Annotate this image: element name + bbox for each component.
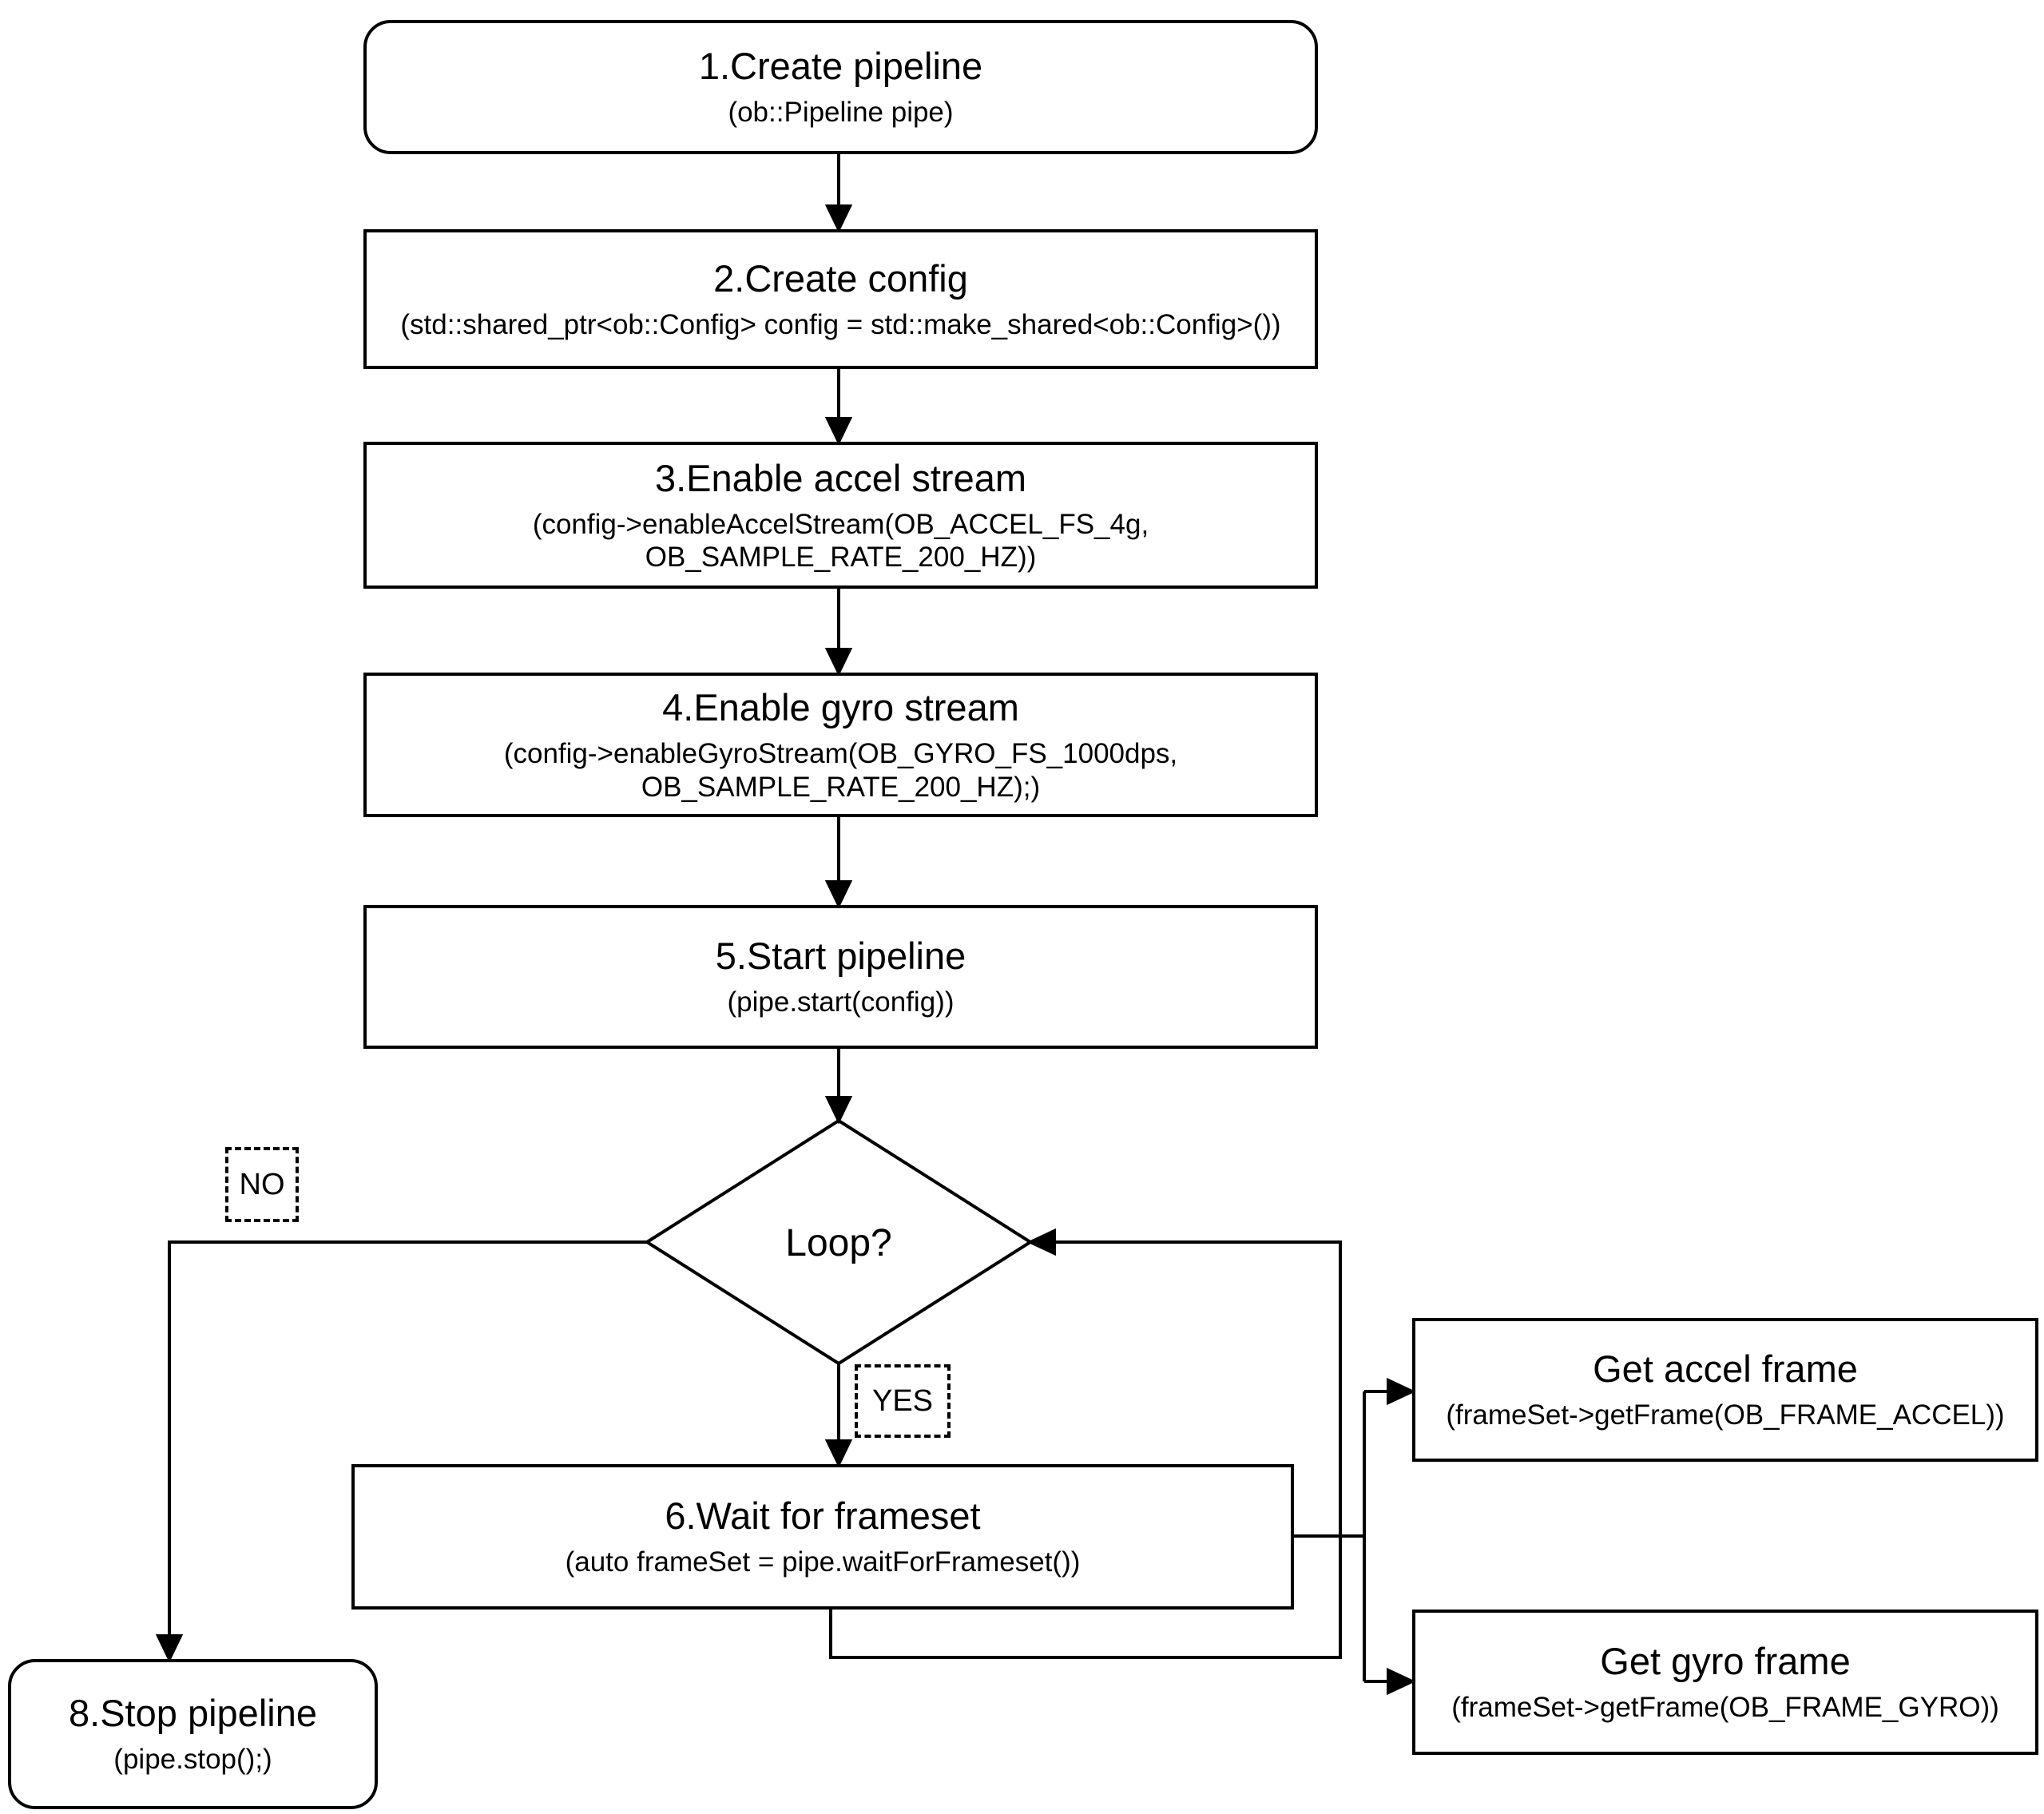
arrowhead-right-icon	[1387, 1667, 1416, 1696]
connector-loop-no-to-stop-pipeline	[155, 1240, 647, 1663]
connector-create-pipeline-to-create-config	[824, 154, 853, 233]
arrowhead-down-icon	[824, 648, 853, 677]
connector-wait-frameset-loopback-to-loop	[829, 1228, 1342, 1659]
arrowhead-left-icon	[1026, 1228, 1056, 1256]
node-get-gyro-frame: Get gyro frame (frameSet->getFrame(OB_FR…	[1412, 1610, 2038, 1755]
node-loop-decision: Loop?	[785, 1221, 892, 1264]
arrowhead-down-icon	[824, 880, 853, 909]
node-subtitle: (ob::Pipeline pipe)	[728, 97, 954, 129]
node-get-accel-frame: Get accel frame (frameSet->getFrame(OB_F…	[1412, 1318, 2038, 1462]
node-create-config: 2.Create config (std::shared_ptr<ob::Con…	[363, 229, 1318, 369]
node-title: 1.Create pipeline	[698, 45, 983, 88]
connector-wait-frameset-to-get-frames	[1294, 1377, 1416, 1696]
edge-label-yes: YES	[855, 1364, 951, 1438]
node-title: Get gyro frame	[1600, 1640, 1851, 1683]
node-start-pipeline: 5.Start pipeline (pipe.start(config))	[363, 905, 1318, 1049]
node-title: Get accel frame	[1593, 1348, 1858, 1391]
connector-enable-accel-to-enable-gyro	[824, 589, 853, 677]
node-title: 3.Enable accel stream	[654, 456, 1027, 499]
connector-start-pipeline-to-loop	[824, 1049, 853, 1125]
arrowhead-down-icon	[824, 1096, 853, 1125]
node-title: 2.Create config	[713, 256, 968, 300]
node-subtitle-line2: OB_SAMPLE_RATE_200_HZ);)	[641, 771, 1041, 803]
connector-create-config-to-enable-accel	[824, 369, 853, 446]
node-subtitle: (auto frameSet = pipe.waitForFrameset())	[565, 1546, 1081, 1578]
node-title: 4.Enable gyro stream	[662, 686, 1019, 729]
node-wait-for-frameset: 6.Wait for frameset (auto frameSet = pip…	[351, 1464, 1294, 1610]
node-stop-pipeline: 8.Stop pipeline (pipe.stop();)	[8, 1659, 378, 1809]
node-subtitle: (pipe.start(config))	[727, 986, 955, 1018]
node-subtitle: (frameSet->getFrame(OB_FRAME_GYRO))	[1451, 1692, 1999, 1724]
connector-loop-yes-to-wait-frameset	[824, 1363, 853, 1468]
connector-enable-gyro-to-start-pipeline	[824, 817, 853, 909]
node-title: 6.Wait for frameset	[665, 1494, 981, 1538]
node-subtitle: (std::shared_ptr<ob::Config> config = st…	[400, 308, 1281, 340]
edge-label-no: NO	[225, 1147, 299, 1222]
node-title: 5.Start pipeline	[715, 935, 966, 978]
arrowhead-down-icon	[824, 204, 853, 233]
node-subtitle-line2: OB_SAMPLE_RATE_200_HZ))	[645, 542, 1037, 574]
arrowhead-down-icon	[824, 417, 853, 446]
node-subtitle: (config->enableAccelStream(OB_ACCEL_FS_4…	[533, 508, 1149, 574]
node-enable-accel-stream: 3.Enable accel stream (config->enableAcc…	[363, 442, 1318, 589]
arrowhead-right-icon	[1387, 1377, 1416, 1406]
node-subtitle: (frameSet->getFrame(OB_FRAME_ACCEL))	[1446, 1399, 2005, 1431]
node-subtitle: (pipe.stop();)	[113, 1744, 272, 1776]
node-create-pipeline: 1.Create pipeline (ob::Pipeline pipe)	[363, 20, 1318, 154]
arrowhead-down-icon	[824, 1439, 853, 1468]
node-title: 8.Stop pipeline	[69, 1692, 317, 1735]
node-subtitle-line1: (config->enableAccelStream(OB_ACCEL_FS_4…	[532, 508, 1149, 540]
node-enable-gyro-stream: 4.Enable gyro stream (config->enableGyro…	[363, 673, 1318, 817]
node-subtitle-line1: (config->enableGyroStream(OB_GYRO_FS_100…	[503, 738, 1178, 770]
node-subtitle: (config->enableGyroStream(OB_GYRO_FS_100…	[504, 737, 1177, 804]
arrowhead-down-icon	[155, 1634, 184, 1663]
